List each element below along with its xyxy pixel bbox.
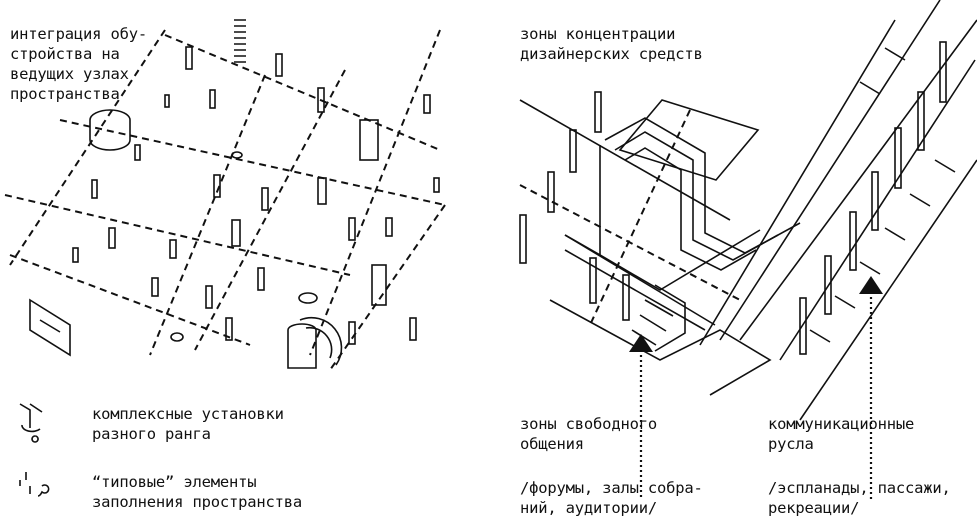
arrow-comm (859, 276, 883, 500)
legend-complex-icon (19, 403, 43, 443)
legend-typical-icon (19, 472, 50, 497)
legend-typical-label: “типовые” элементы заполнения пространст… (92, 473, 303, 511)
free-zone-label: зоны свободного общения (520, 415, 657, 453)
legend-complex-label: комплексные установки разного ранга (92, 405, 284, 443)
left-grid (4, 29, 446, 371)
right-posts (519, 41, 947, 355)
right-structures (519, 0, 977, 421)
free-zone-examples: /форумы, залы собра- ний, аудитории/ (520, 479, 703, 517)
left-posts (29, 19, 440, 369)
comm-label: коммуникационные русла (768, 415, 915, 453)
right-top-label: зоны концентрации дизайнерских средств (520, 25, 703, 63)
arrow-free-zone (629, 334, 653, 500)
right-dashed-axes (519, 109, 741, 326)
comm-examples: /эспланады, пассажи, рекреации/ (768, 479, 951, 517)
left-top-label: интеграция обу- стройства на ведущих узл… (10, 25, 147, 103)
